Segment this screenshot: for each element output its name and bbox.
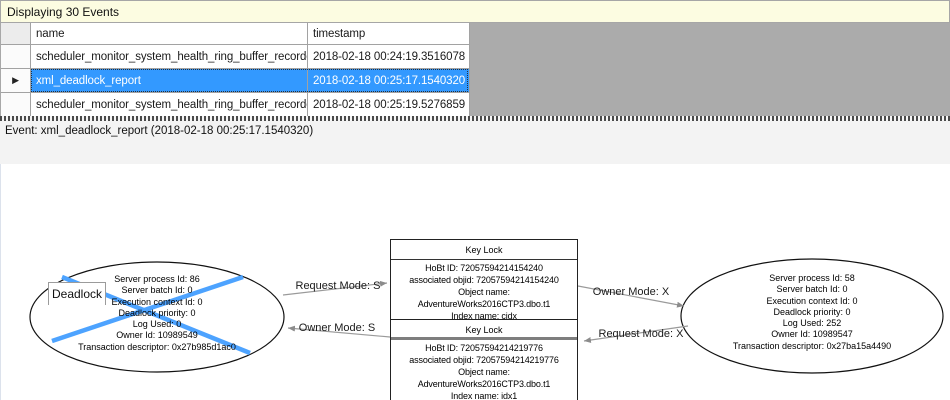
lock-attr: HoBt ID: 72057594214154240 xyxy=(425,263,543,273)
lock-node-bottom[interactable]: Key Lock HoBt ID: 72057594214219776 asso… xyxy=(390,319,578,400)
event-summary: Event: xml_deadlock_report (2018-02-18 0… xyxy=(0,121,950,140)
row-header[interactable] xyxy=(1,93,31,117)
edge-label-owner-x: Owner Mode: X xyxy=(593,286,670,298)
edge-request-s xyxy=(282,280,388,296)
process-attr: Transaction descriptor: 0x27ba15a4490 xyxy=(732,340,892,351)
row-header-current[interactable]: ▶ xyxy=(1,69,31,93)
process-attr: Server batch Id: 0 xyxy=(776,284,848,295)
lock-node-top[interactable]: Key Lock HoBt ID: 72057594214154240 asso… xyxy=(390,239,578,325)
process-attr: Server batch Id: 0 xyxy=(121,285,193,296)
grid-corner-cell[interactable] xyxy=(1,23,31,45)
tab-strip: Details Deadlock xyxy=(0,140,950,305)
process-node-owner-text: Server process Id: 58 Server batch Id: 0… xyxy=(692,273,932,352)
process-attr: Deadlock priority: 0 xyxy=(118,307,196,318)
process-attr: Log Used: 252 xyxy=(782,318,842,329)
lock-attr: Index name: idx1 xyxy=(450,391,518,400)
edge-owner-x xyxy=(577,285,685,308)
lock-attr: Index name: cidx xyxy=(451,311,517,321)
edge-label-owner-s: Owner Mode: S xyxy=(299,322,375,334)
process-node-victim-text: Server process Id: 86 Server batch Id: 0… xyxy=(37,274,277,353)
process-attr: Execution context Id: 0 xyxy=(766,295,858,306)
process-attr: Transaction descriptor: 0x27b985d1ac0 xyxy=(78,341,236,352)
edge-label-request-s: Request Mode: S xyxy=(296,280,381,292)
process-attr: Log Used: 0 xyxy=(132,319,182,330)
process-attr: Deadlock priority: 0 xyxy=(773,306,851,317)
events-count-bar: Displaying 30 Events xyxy=(0,0,950,23)
table-cell-name[interactable]: xml_deadlock_report xyxy=(31,69,308,93)
edge-label-request-x: Request Mode: X xyxy=(599,328,685,340)
table-cell-name[interactable]: scheduler_monitor_system_health_ring_buf… xyxy=(31,93,308,117)
table-cell-timestamp[interactable]: 2018-02-18 00:25:17.1540320 xyxy=(308,69,470,93)
process-attr: Owner Id: 10989547 xyxy=(771,329,853,340)
process-attr: Owner Id: 10989549 xyxy=(116,330,198,341)
edge-request-x xyxy=(583,325,689,343)
lock-attr: HoBt ID: 72057594214219776 xyxy=(425,343,543,353)
table-cell-name[interactable]: scheduler_monitor_system_health_ring_buf… xyxy=(31,45,308,69)
table-cell-timestamp[interactable]: 2018-02-18 00:25:19.5276859 xyxy=(308,93,470,117)
lock-attr: associated objid: 72057594214154240 xyxy=(409,275,559,285)
edge-owner-s xyxy=(287,325,391,338)
lock-node-title: Key Lock xyxy=(391,240,577,260)
process-attr: Server process Id: 86 xyxy=(114,274,200,284)
process-attr: Server process Id: 58 xyxy=(769,273,855,283)
events-table: name timestamp scheduler_monitor_system_… xyxy=(0,23,470,117)
process-node-owner[interactable] xyxy=(680,258,944,374)
lock-attr: Object name: AdventureWorks2016CTP3.dbo.… xyxy=(417,287,551,309)
lock-attr: Object name: AdventureWorks2016CTP3.dbo.… xyxy=(417,367,551,389)
tab-deadlock[interactable]: Deadlock xyxy=(48,282,106,305)
column-header-timestamp[interactable]: timestamp xyxy=(308,23,470,45)
current-row-indicator-icon: ▶ xyxy=(12,75,19,85)
column-header-name[interactable]: name xyxy=(31,23,308,45)
lock-node-body: HoBt ID: 72057594214219776 associated ob… xyxy=(391,340,577,400)
process-attr: Execution context Id: 0 xyxy=(111,296,203,307)
lock-node-title: Key Lock xyxy=(391,320,577,340)
table-cell-timestamp[interactable]: 2018-02-18 00:24:19.3516078 xyxy=(308,45,470,69)
lock-attr: associated objid: 72057594214219776 xyxy=(409,355,559,365)
lock-node-body: HoBt ID: 72057594214154240 associated ob… xyxy=(391,260,577,324)
row-header[interactable] xyxy=(1,45,31,69)
splitter-handle[interactable] xyxy=(0,116,950,121)
